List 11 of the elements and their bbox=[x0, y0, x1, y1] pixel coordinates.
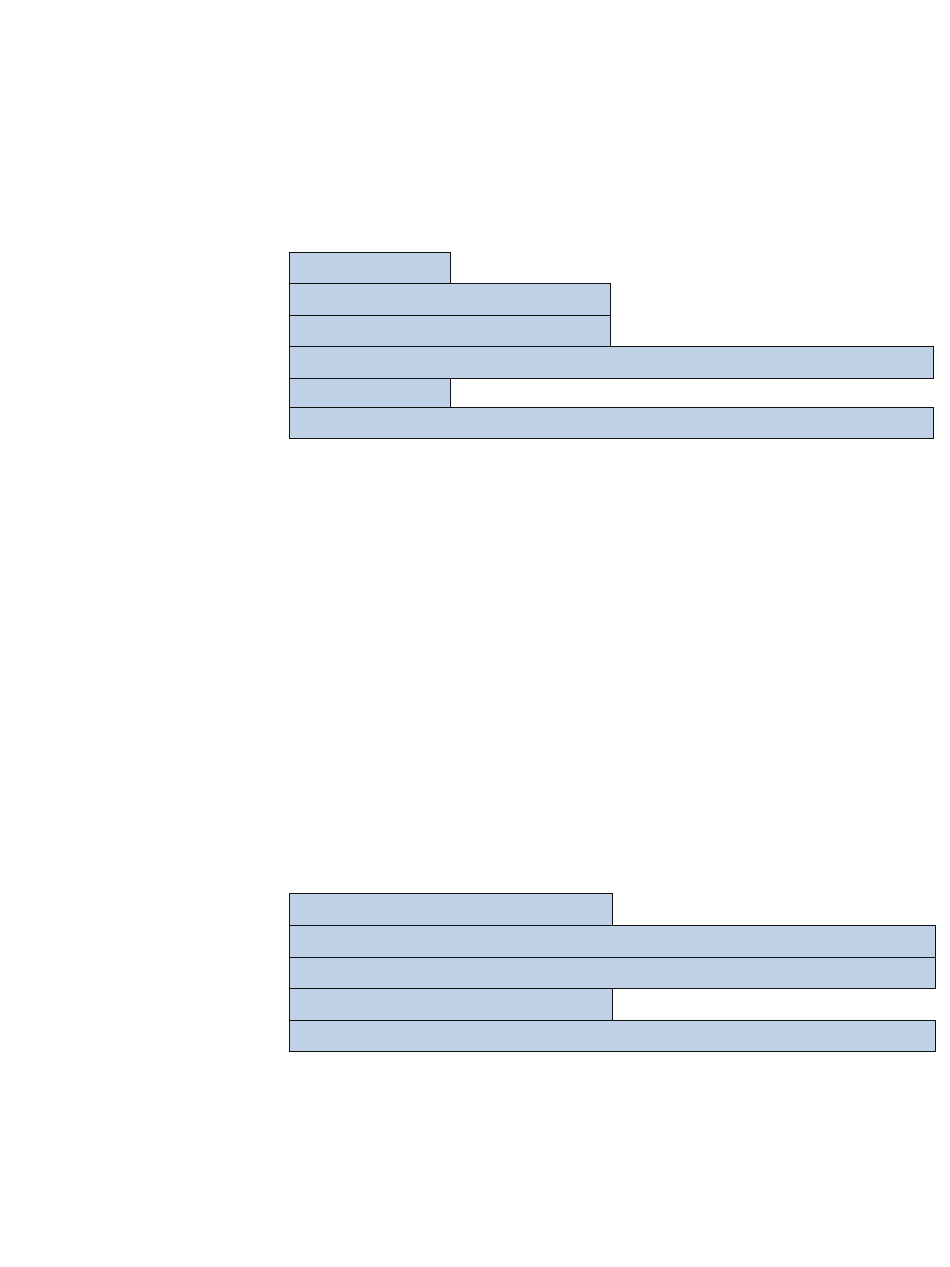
field-bar bbox=[289, 1020, 936, 1052]
field-bar bbox=[289, 378, 451, 408]
field-bar bbox=[289, 252, 451, 284]
field-bar bbox=[289, 893, 613, 926]
field-bar bbox=[289, 346, 934, 379]
field-bar bbox=[289, 988, 613, 1021]
field-bar bbox=[289, 957, 936, 989]
field-bar bbox=[289, 315, 611, 347]
field-bar bbox=[289, 283, 611, 316]
field-bar bbox=[289, 925, 936, 958]
field-bar bbox=[289, 407, 934, 439]
